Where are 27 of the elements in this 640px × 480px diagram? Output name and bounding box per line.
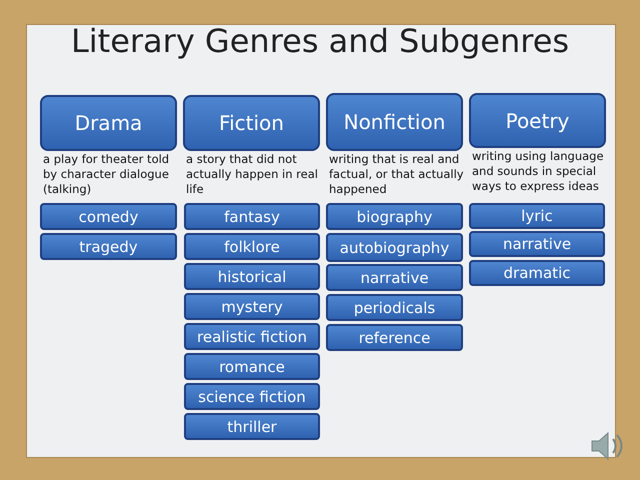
- subgenre-box: reference: [326, 324, 463, 351]
- genre-box: Fiction: [183, 95, 320, 151]
- subgenre-box: fantasy: [184, 203, 320, 230]
- genre-description: a play for theater told by character dialogue (talking): [43, 152, 170, 197]
- subgenre-box: biography: [326, 203, 463, 230]
- genre-description: writing using language and sounds in special ways to express ideas: [472, 149, 605, 194]
- genre-description: writing that is real and factual, or that actually happened: [329, 152, 464, 197]
- subgenre-box: historical: [184, 263, 320, 290]
- subgenre-box: periodicals: [326, 294, 463, 321]
- subgenre-box: thriller: [184, 413, 320, 440]
- subgenre-box: lyric: [469, 203, 605, 229]
- subgenre-box: comedy: [40, 203, 177, 230]
- subgenre-box: narrative: [326, 264, 463, 291]
- title: Literary Genres and Subgenres: [70, 22, 570, 60]
- subgenre-box: autobiography: [326, 233, 463, 262]
- subgenre-box: dramatic: [469, 260, 605, 286]
- genre-description: a story that did not actually happen in real life: [186, 152, 319, 197]
- subgenre-box: romance: [184, 353, 320, 380]
- subgenre-box: mystery: [184, 293, 320, 320]
- subgenre-box: science fiction: [184, 383, 320, 410]
- subgenre-box: folklore: [184, 233, 320, 260]
- subgenre-box: realistic fiction: [184, 323, 320, 350]
- subgenre-box: tragedy: [40, 233, 177, 260]
- subgenre-box: narrative: [469, 231, 605, 257]
- genre-box: Drama: [40, 95, 177, 151]
- genre-box: Poetry: [469, 93, 606, 148]
- genre-box: Nonfiction: [326, 93, 463, 151]
